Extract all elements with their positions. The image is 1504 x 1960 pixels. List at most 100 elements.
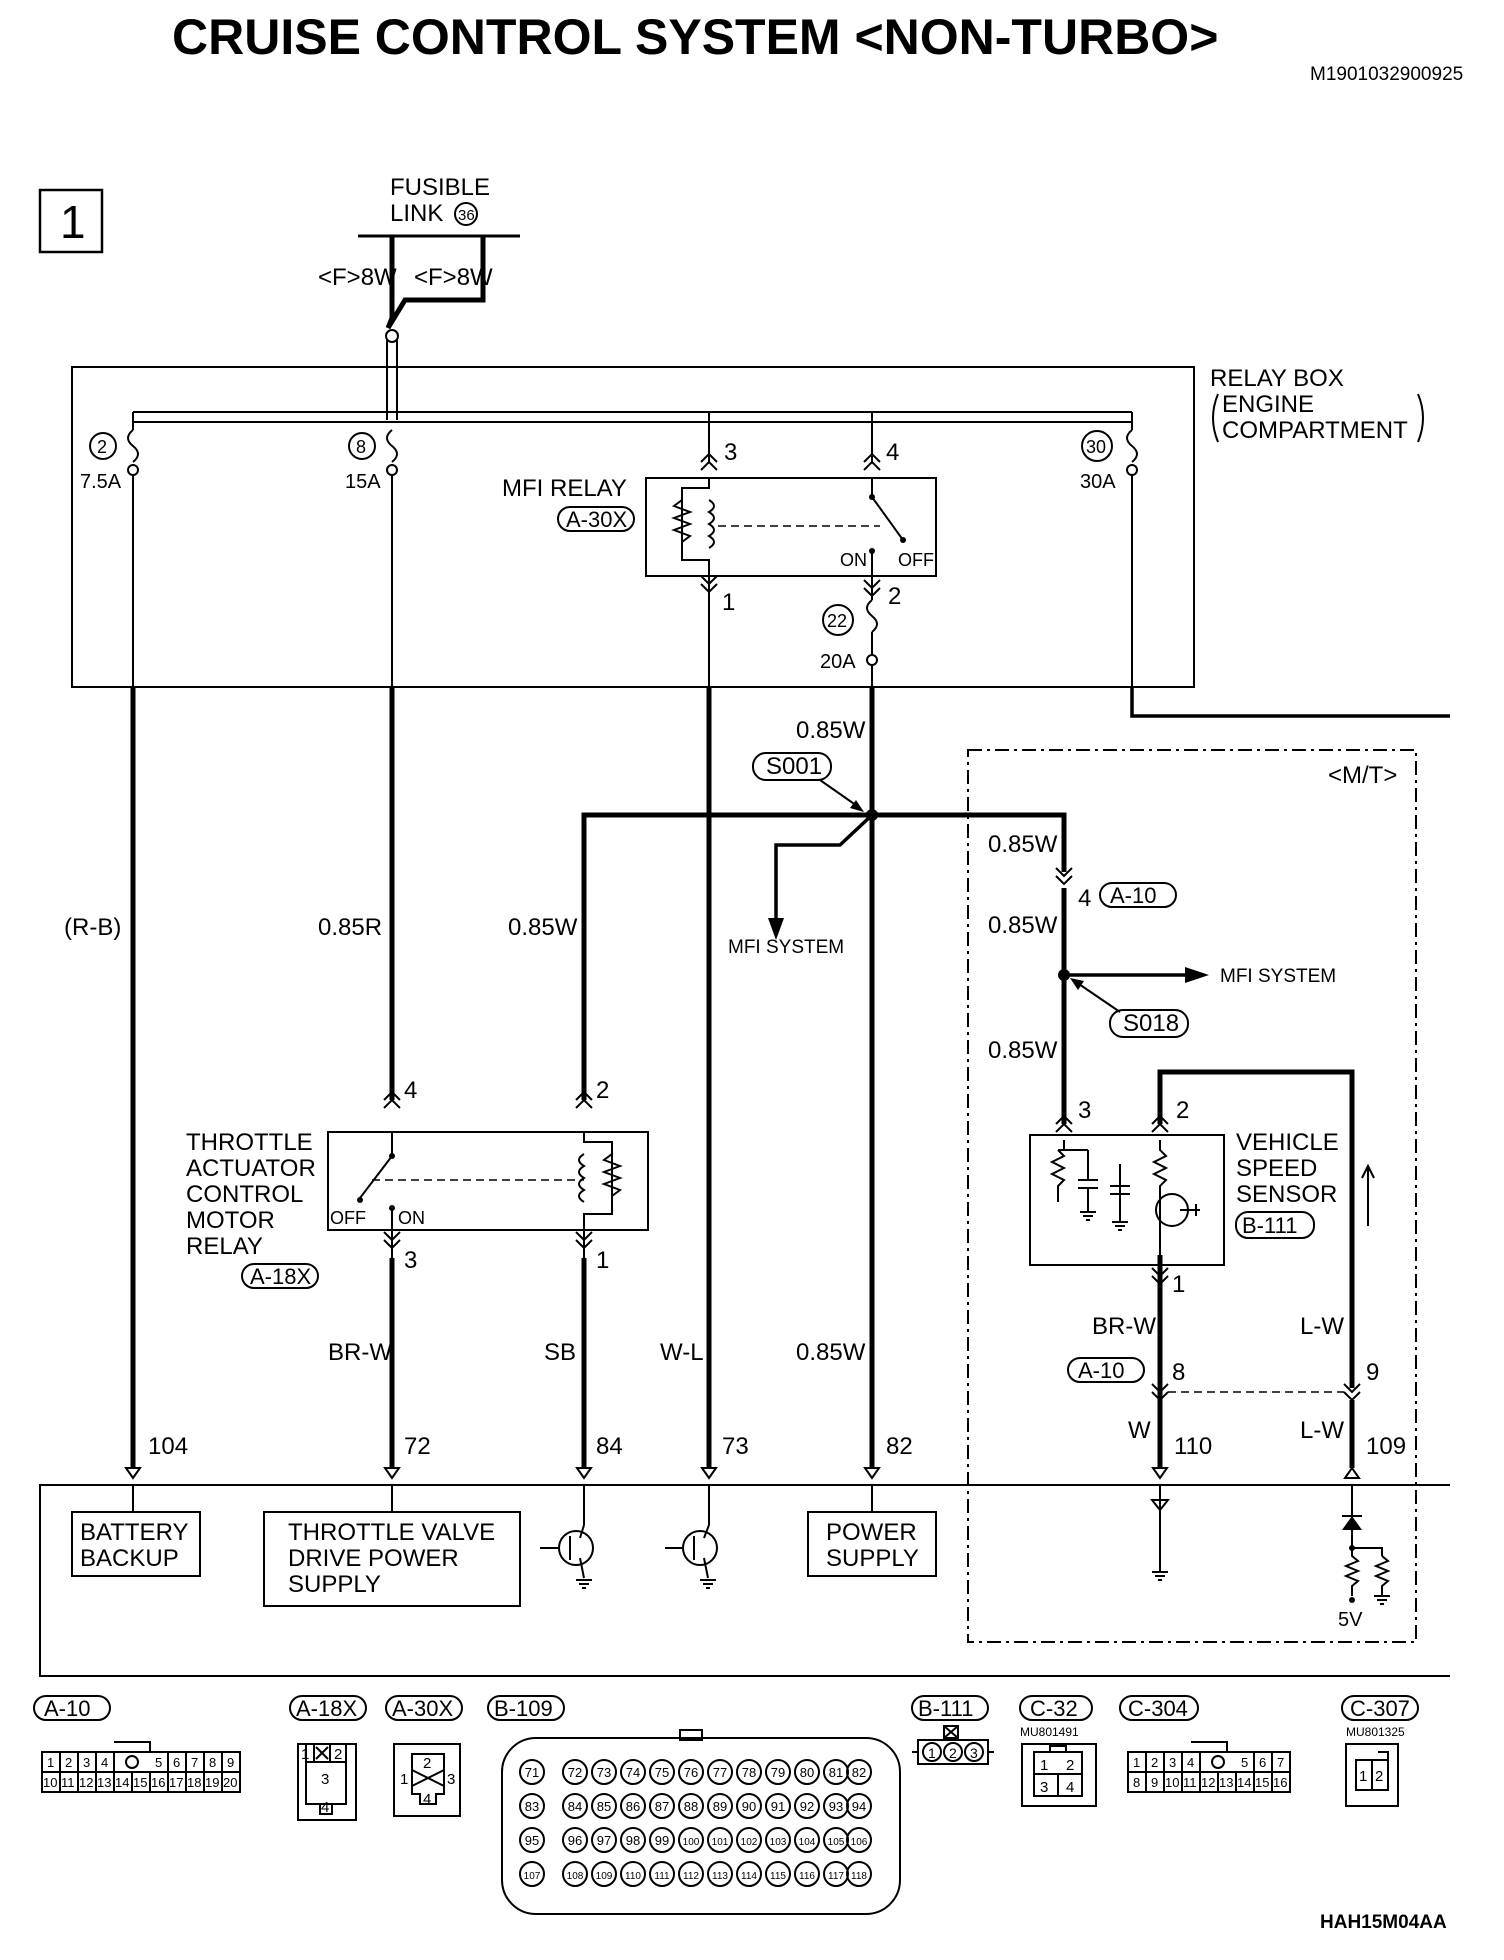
conn-b109-pin-circle — [736, 1861, 762, 1887]
conn-b109-pin: 115 — [770, 1871, 786, 1882]
conn-a10-badge — [33, 1695, 111, 1721]
fuse-8-number: 8 — [356, 437, 366, 457]
conn-c32-part: MU801491 — [1020, 1725, 1079, 1739]
ecm-pin-72: 72 — [404, 1433, 431, 1460]
fusible-link-number: 36 — [458, 207, 475, 224]
conn-b109-pin: 73 — [597, 1765, 611, 1780]
mfi-relay — [645, 477, 937, 577]
wire-label-rb: (R-B) — [64, 914, 121, 941]
mfi-relay-pin-3: 3 — [724, 439, 737, 466]
conn-a18x-outline — [305, 1743, 347, 1815]
conn-b109-pin-circle — [846, 1793, 872, 1819]
conn-c307-part: MU801325 — [1346, 1725, 1405, 1739]
conn-a10-pin: 6 — [173, 1755, 180, 1770]
wire-vss-pin2-loop — [1157, 1069, 1355, 1388]
conn-b109-pin-circle — [794, 1793, 820, 1819]
conn-b109-pin: 82 — [852, 1765, 866, 1780]
conn-b109-pin-circle — [620, 1793, 646, 1819]
wire-label-lw-bottom: L-W — [1300, 1417, 1344, 1444]
conn-b109-pin: 113 — [712, 1871, 728, 1882]
conn-c304-pin: 14 — [1237, 1775, 1251, 1790]
ecm-84-ground — [576, 1579, 592, 1589]
conn-b109-pin-circle — [678, 1759, 704, 1785]
vss-pin-2: 2 — [1176, 1097, 1189, 1124]
conn-a10-pin: 2 — [65, 1755, 72, 1770]
conn-a10-pin: 8 — [209, 1755, 216, 1770]
conn-c32 — [1021, 1743, 1097, 1807]
conn-a10-pin: 3 — [83, 1755, 90, 1770]
ecm-power-supply: POWER — [826, 1519, 917, 1546]
throttle-relay-pin-4: 4 — [404, 1077, 417, 1104]
conn-b109-pin-circle — [562, 1759, 588, 1785]
conn-a30x-pin-2: 2 — [423, 1755, 431, 1772]
ecm-110-ground — [1152, 1571, 1168, 1581]
wire-label-brw-mt: BR-W — [1092, 1313, 1156, 1340]
mfi-relay-off: OFF — [898, 550, 934, 570]
ecm-109-ground — [1374, 1595, 1390, 1605]
conn-a30x-pin-4: 4 — [423, 1791, 431, 1808]
conn-b109-pin: 75 — [655, 1765, 669, 1780]
throttle-relay-switch-blade — [359, 1155, 393, 1199]
conn-b109-pin: 78 — [742, 1765, 756, 1780]
conn-c304-pin: 4 — [1187, 1755, 1194, 1770]
conn-b109-pin: 93 — [829, 1799, 843, 1814]
ecm-terminal-82 — [863, 1467, 881, 1480]
conn-c304-pin: 1 — [1133, 1755, 1140, 1770]
conn-c32-pin-1: 1 — [1040, 1757, 1048, 1774]
conn-b109-key — [679, 1729, 703, 1741]
conn-c32-outline — [1033, 1745, 1083, 1797]
ecm-throttle-valve-block — [263, 1511, 521, 1607]
page-title: CRUISE CONTROL SYSTEM <NON-TURBO> — [172, 9, 1218, 65]
conn-b109-pin: 83 — [525, 1799, 539, 1814]
ecm-terminal-109 — [1343, 1466, 1361, 1479]
vss-name: VEHICLE — [1236, 1129, 1339, 1156]
conn-b109-pin: 100 — [683, 1837, 700, 1848]
wire-label-f8w-right: <F>8W — [414, 264, 493, 291]
conn-b109-pin: 111 — [654, 1871, 670, 1882]
conn-b109-pin-circle — [678, 1861, 704, 1887]
conn-b109-pin: 102 — [741, 1837, 758, 1848]
conn-b109-pin: 97 — [597, 1833, 611, 1848]
fuse-22-number: 22 — [827, 611, 847, 631]
conn-c307-pin-2: 2 — [1375, 1768, 1383, 1785]
conn-b109-pin-circle — [649, 1827, 675, 1853]
vss-name-2: SPEED — [1236, 1155, 1317, 1182]
conn-b109-pin: 99 — [655, 1833, 669, 1848]
conn-a10-key — [125, 1755, 139, 1769]
ecm-battery-backup: BATTERY — [80, 1519, 188, 1546]
vss-resistor-a — [1049, 1149, 1067, 1202]
conn-c307-code: C-307 — [1350, 1696, 1410, 1721]
fuse-30-symbol — [1126, 429, 1138, 463]
splice-s001-badge — [752, 752, 832, 781]
conn-a30x-pin-3: 3 — [447, 1771, 455, 1788]
splice-s018-leader-arrow — [1070, 978, 1084, 990]
conn-a30x-code: A-30X — [392, 1696, 453, 1721]
splice-s001-leader — [819, 779, 861, 809]
conn-c304-pin: 7 — [1277, 1755, 1284, 1770]
conn-a10-pin: 18 — [187, 1775, 201, 1790]
conn-c304-pin: 8 — [1133, 1775, 1140, 1790]
a10-pin-8: 8 — [1172, 1359, 1185, 1386]
conn-c304-badge — [1119, 1695, 1199, 1721]
conn-c304-pin: 5 — [1241, 1755, 1248, 1770]
conn-a10-pin: 16 — [151, 1775, 165, 1790]
splice-s018-badge — [1109, 1009, 1189, 1038]
conn-b109-pin-circle — [707, 1861, 733, 1887]
vss-pin-3: 3 — [1078, 1097, 1091, 1124]
conn-b109-pin: 80 — [800, 1765, 814, 1780]
wire-label-085r: 0.85R — [318, 914, 382, 941]
throttle-relay-pin2-arrow — [575, 1090, 593, 1109]
wire-mfi-system-left — [774, 813, 874, 920]
ecm-terminal-110 — [1151, 1467, 1169, 1480]
vss-resistor-b — [1151, 1140, 1169, 1196]
conn-b109-pin-circle — [591, 1827, 617, 1853]
conn-a10-pin: 1 — [47, 1755, 54, 1770]
wire-label-085w-mt-2: 0.85W — [988, 912, 1058, 939]
ecm-terminal-73 — [700, 1467, 718, 1480]
conn-b109-pin: 72 — [568, 1765, 582, 1780]
conn-c307-badge — [1341, 1695, 1419, 1721]
conn-b109-pin: 90 — [742, 1799, 756, 1814]
conn-b109-pin: 74 — [626, 1765, 640, 1780]
conn-b109-pin: 107 — [524, 1871, 541, 1882]
relay-box — [71, 366, 1195, 688]
